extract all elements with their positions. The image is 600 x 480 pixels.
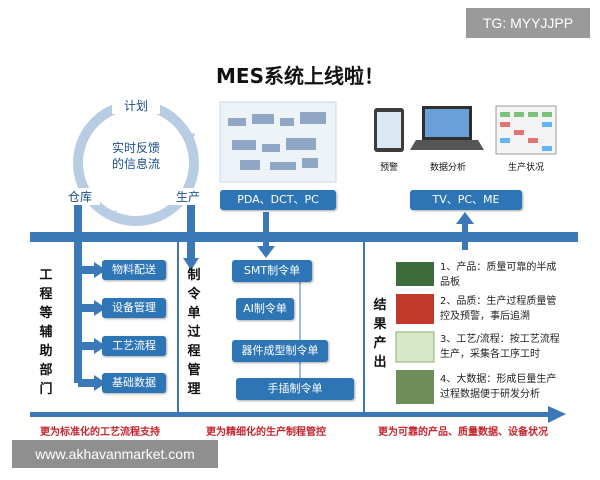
result-item-3: 3、工艺/流程：按工艺流程生产，采集各工序工时: [440, 334, 560, 360]
left-vertical-label: 工程等辅助部门: [39, 268, 53, 397]
right-vertical-label: 结果产出: [373, 298, 387, 370]
image-label-alert: 预警: [379, 163, 398, 173]
middle-vertical-label: 制令单过程管理: [187, 268, 201, 397]
result-item-4: 4、大数据：形成巨量生产过程数据便于研发分析: [440, 374, 557, 400]
bottom-caption-2: 更为精细化的生产制程管控: [206, 427, 326, 438]
bottom-caption-3: 更为可靠的产品、质量数据、设备状况: [378, 427, 548, 438]
middle-item-ai: AI制令单: [236, 298, 294, 320]
cycle-center-text: 实时反馈的信息流: [111, 141, 160, 171]
tg-watermark: TG: MYYJJPP: [466, 8, 590, 38]
top-divider-band: [30, 232, 578, 242]
left-item-4: 基础数据: [102, 373, 166, 393]
result-item-1: 1、产品：质量可靠的半成品板: [440, 262, 557, 288]
cycle-node-production: 生产: [168, 188, 208, 205]
url-watermark: www.akhavanmarket.com: [12, 440, 218, 468]
middle-item-smt: SMT制令单: [232, 260, 312, 282]
left-item-2: 设备管理: [102, 298, 166, 318]
page-title: MES系统上线啦！: [216, 64, 384, 88]
cycle-node-plan: 计划: [112, 97, 160, 114]
left-item-1: 物料配送: [102, 260, 166, 280]
result-item-2: 2、品质：生产过程质量管控及预警，事后追溯: [440, 296, 557, 322]
bottom-caption-1: 更为标准化的工艺流程支持: [40, 427, 160, 438]
middle-item-forming: 器件成型制令单: [232, 340, 328, 362]
image-label-status: 生产状况: [507, 163, 544, 173]
device-box-pda: PDA、DCT、PC: [220, 190, 336, 210]
image-label-analysis: 数据分析: [429, 163, 466, 173]
left-item-3: 工艺流程: [102, 336, 166, 356]
device-box-tv: TV、PC、ME: [410, 190, 522, 210]
middle-item-manual: 手插制令单: [236, 378, 354, 400]
cycle-node-warehouse: 仓库: [60, 188, 100, 205]
